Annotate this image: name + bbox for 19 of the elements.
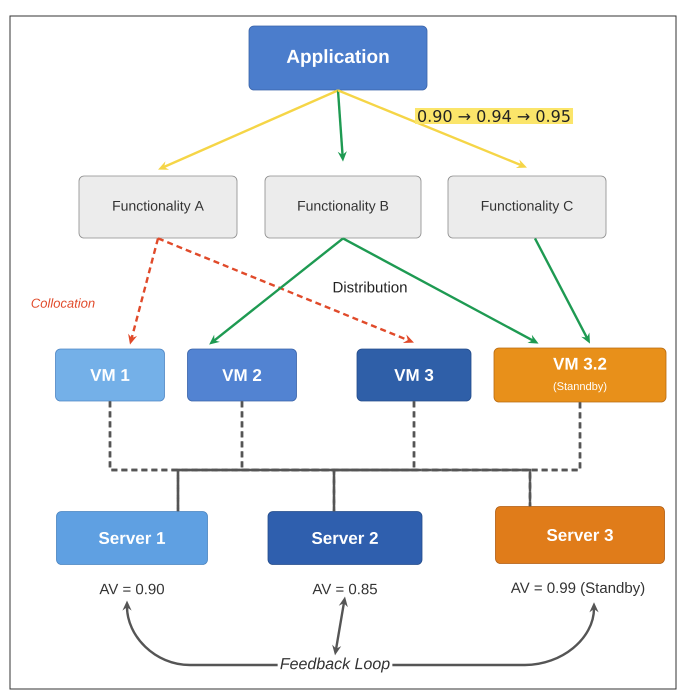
vm-box: VM 3.2 (Stanndby) [494, 348, 666, 402]
vm-box: VM 1 [55, 348, 165, 402]
vm-box: VM 2 [187, 348, 297, 402]
annotation-label: Distribution [334, 282, 407, 292]
feedback-loop-label: Feedback Loop [280, 658, 390, 672]
server-box: Server 3 [495, 506, 665, 564]
vm-box: VM 3 [356, 348, 472, 402]
functionality-box: Functionality C [448, 176, 606, 238]
server-box: Server 2 [268, 511, 422, 565]
availability-value: AV = 0.90 [99, 584, 164, 594]
value-sequence: 0.90 → 0.94 → 0.95 [414, 108, 574, 124]
server-box: Server 1 [56, 511, 208, 565]
availability-value: AV = 0.85 [312, 584, 377, 594]
application-box: Application [248, 26, 428, 90]
annotation-label: Collocation [32, 298, 95, 308]
functionality-box: Functionality A [78, 176, 238, 238]
functionality-box: Functionality B [264, 176, 422, 238]
connector [528, 402, 582, 506]
availability-value: AV = 0.99 (Standby) [510, 582, 644, 596]
